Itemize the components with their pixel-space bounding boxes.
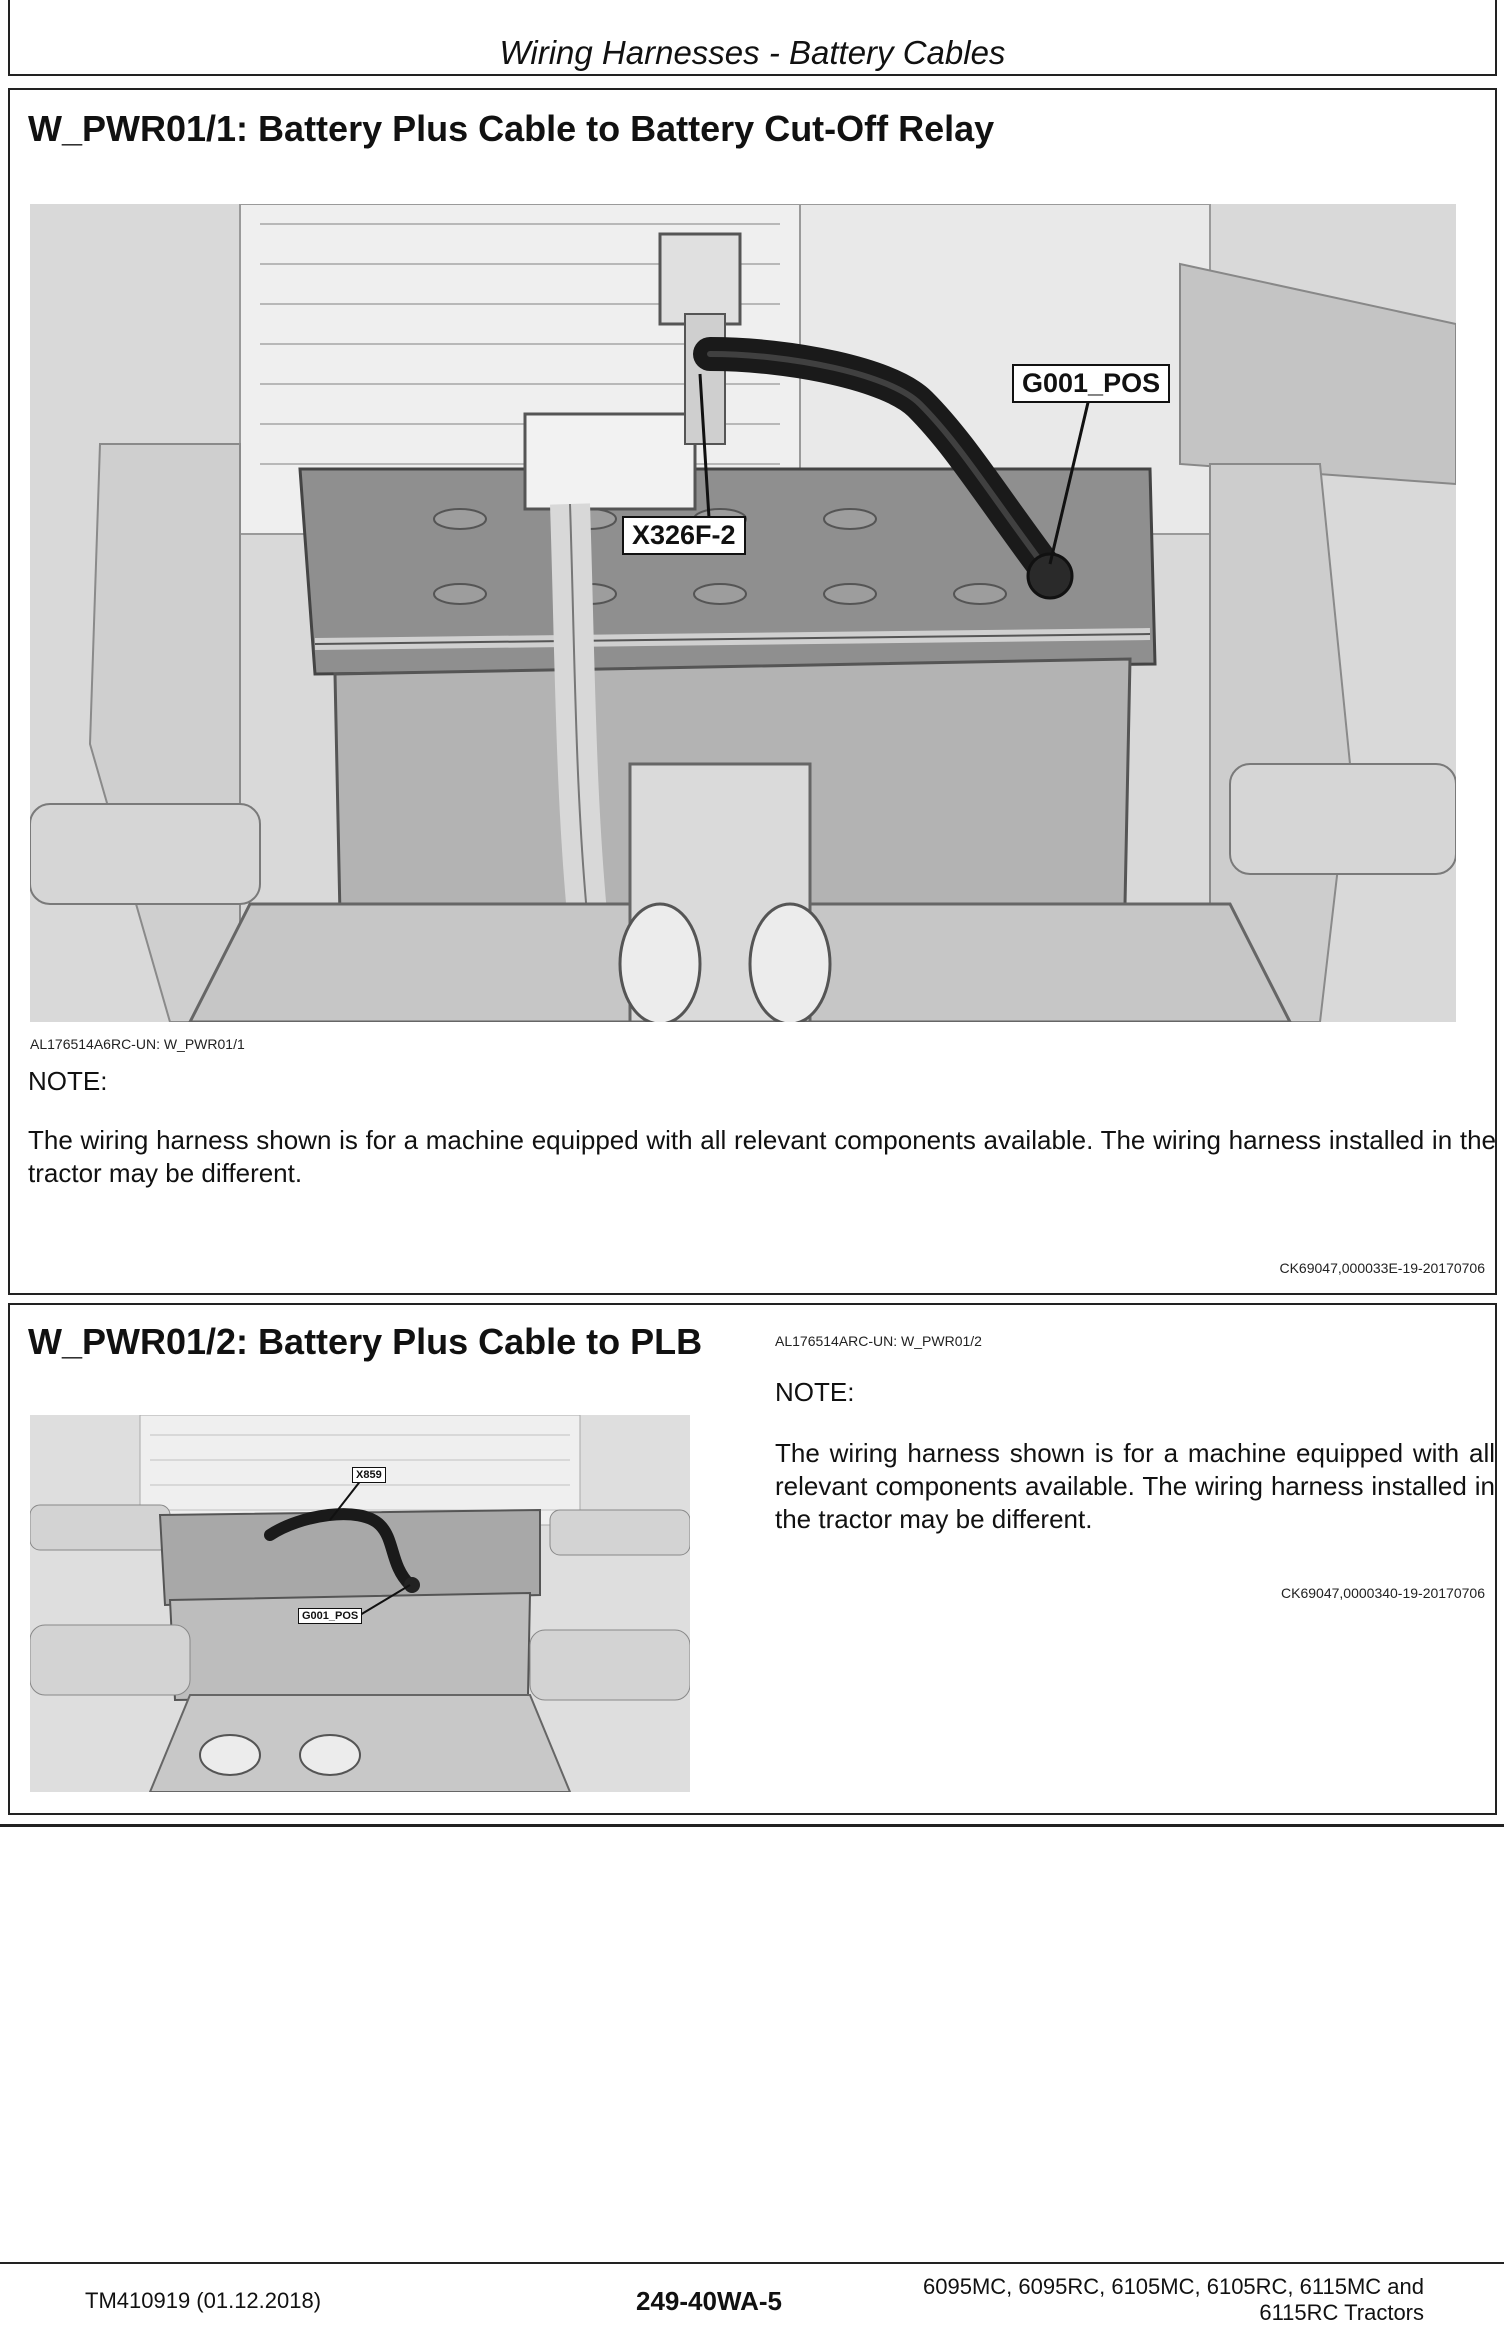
callout-g001-pos: G001_POS: [1012, 364, 1171, 403]
figure1-caption: AL176514A6RC-UN: W_PWR01/1: [30, 1036, 245, 1052]
footer-models: 6095MC, 6095RC, 6105MC, 6105RC, 6115MC a…: [864, 2274, 1424, 2326]
section2-title: W_PWR01/2: Battery Plus Cable to PLB: [28, 1321, 703, 1362]
footer-models-line2: 6115RC Tractors: [1259, 2300, 1424, 2325]
section1-note-label: NOTE:: [28, 1066, 108, 1096]
header-title: Wiring Harnesses - Battery Cables: [499, 34, 1006, 71]
page-header: Wiring Harnesses - Battery Cables: [8, 0, 1497, 76]
section1-note-text: The wiring harness shown is for a machin…: [28, 1125, 1496, 1188]
section2-ref-code: CK69047,0000340-19-20170706: [1281, 1585, 1485, 1601]
battery-cable-figure-1: G001_POS X326F-2: [30, 204, 1456, 1022]
section-w-pwr01-2: W_PWR01/2: Battery Plus Cable to PLB X85…: [8, 1303, 1497, 1815]
footer-doc-id: TM410919 (01.12.2018): [85, 2288, 322, 2313]
section2-note-label: NOTE:: [775, 1377, 855, 1407]
section1-ref-code: CK69047,000033E-19-20170706: [1279, 1260, 1485, 1276]
callout-x326f-2: X326F-2: [622, 516, 746, 555]
section2-note-text: The wiring harness shown is for a machin…: [775, 1438, 1495, 1534]
figure2-caption: AL176514ARC-UN: W_PWR01/2: [775, 1333, 982, 1349]
callout-x859: X859: [352, 1467, 386, 1483]
section-w-pwr01-1: W_PWR01/1: Battery Plus Cable to Battery…: [8, 88, 1497, 1295]
battery-cable-figure-2: X859 G001_POS: [30, 1415, 690, 1792]
page-footer: TM410919 (01.12.2018) 249-40WA-5 6095MC,…: [0, 2270, 1504, 2328]
section1-title: W_PWR01/1: Battery Plus Cable to Battery…: [28, 108, 995, 149]
section-divider: [0, 1824, 1504, 1827]
callout-g001-pos-small: G001_POS: [298, 1608, 363, 1624]
footer-page-number: 249-40WA-5: [636, 2286, 782, 2316]
tractor-battery-illustration: [30, 204, 1456, 1022]
footer-divider: [0, 2262, 1504, 2264]
footer-models-line1: 6095MC, 6095RC, 6105MC, 6105RC, 6115MC a…: [923, 2274, 1424, 2299]
